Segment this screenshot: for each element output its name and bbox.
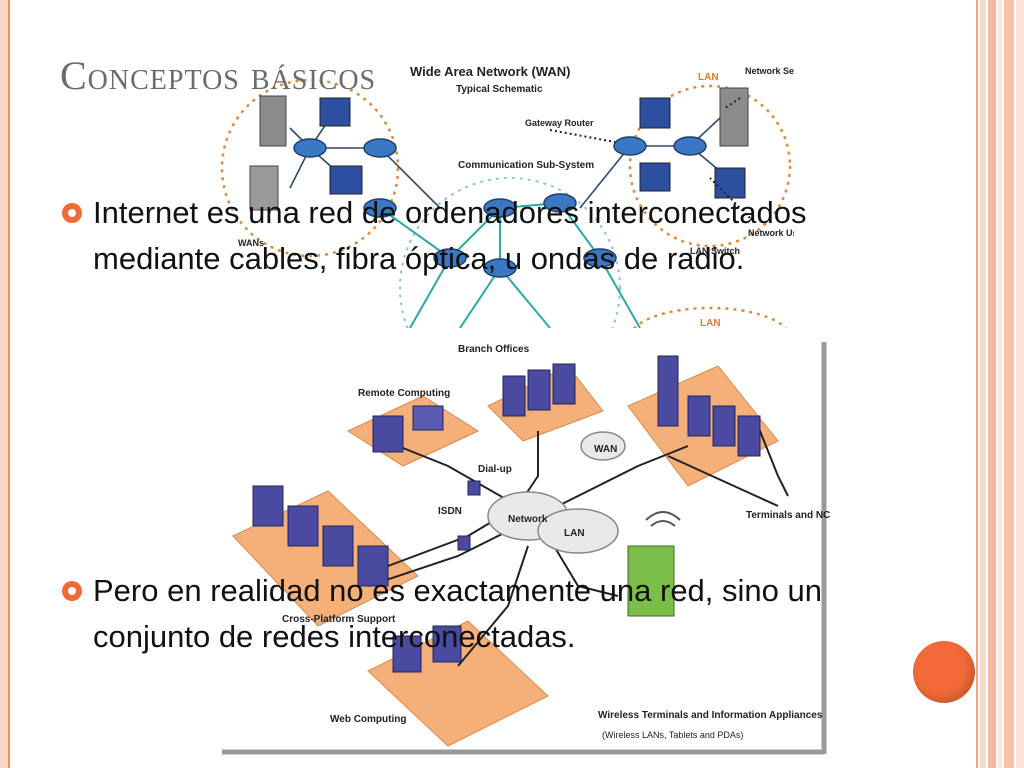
lan-label: LAN: [564, 528, 585, 539]
lan-label: LAN: [700, 318, 721, 328]
network-servers-label: Network Servers: [745, 66, 794, 76]
enterprise-network-diagram: Branch Offices Remote Computing Dial-up …: [218, 336, 830, 755]
lan-ring-left: [220, 78, 400, 258]
left-border-line: [8, 0, 10, 768]
branch-offices-label: Branch Offices: [458, 344, 530, 355]
router-icons: [293, 136, 707, 278]
lan-switch-label: LAN Switch: [690, 246, 740, 256]
left-border: [0, 0, 8, 768]
decor-stripe: [1016, 0, 1024, 768]
wan-title: Wide Area Network (WAN): [410, 64, 570, 79]
wireless-access-point: [627, 511, 681, 617]
decor-stripe: [980, 0, 986, 768]
device-icons: [252, 355, 761, 673]
decor-stripe: [976, 0, 978, 768]
lan-ring-right: [628, 84, 792, 248]
wan-ring: [399, 177, 621, 328]
lan-label: LAN: [698, 72, 719, 83]
dial-up-label: Dial-up: [478, 464, 512, 475]
bullet-text: Pero en realidad no es exactamente una r…: [93, 573, 822, 654]
decor-stripe: [988, 0, 996, 768]
slide-title: Conceptos básicos: [60, 53, 377, 98]
wireless-label: Wireless Terminals and Information Appli…: [598, 710, 823, 721]
isdn-label: ISDN: [438, 506, 462, 517]
web-computing-label: Web Computing: [330, 714, 406, 725]
wan-label: WAN: [594, 444, 617, 455]
cross-platform-label: Cross-Platform Support: [282, 614, 396, 625]
bullet-item: Pero en realidad no es exactamente una r…: [62, 568, 942, 660]
server-icons: [249, 87, 749, 211]
wan-subtitle: Typical Schematic: [456, 84, 543, 95]
decor-stripe: [998, 0, 1002, 768]
network-label: Network: [508, 514, 548, 525]
terminals-label: Terminals and NCs: [746, 510, 830, 521]
communication-subsystem-label: Communication Sub-System: [458, 160, 594, 171]
gateway-router-label: Gateway Router: [525, 118, 594, 128]
decor-stripe: [1004, 0, 1014, 768]
remote-computing-label: Remote Computing: [358, 388, 450, 399]
decorative-circle: [913, 641, 975, 703]
bullet-icon: [62, 203, 82, 223]
pointer-lines: [549, 97, 751, 219]
bullet-text: Internet es una red de ordenadores inter…: [93, 195, 807, 276]
network-users-label: Network Users: [748, 228, 794, 238]
lan-ring-bottom: [632, 306, 788, 328]
wireless-sub-label: (Wireless LANs, Tablets and PDAs): [602, 730, 743, 740]
bullet-item: Internet es una red de ordenadores inter…: [62, 190, 942, 282]
wan-diagram: Wide Area Network (WAN) Typical Schemati…: [220, 64, 794, 328]
cables: [367, 425, 789, 667]
clouds: [487, 431, 626, 554]
bullet-icon: [62, 581, 82, 601]
wans-label: WANs: [238, 238, 264, 248]
